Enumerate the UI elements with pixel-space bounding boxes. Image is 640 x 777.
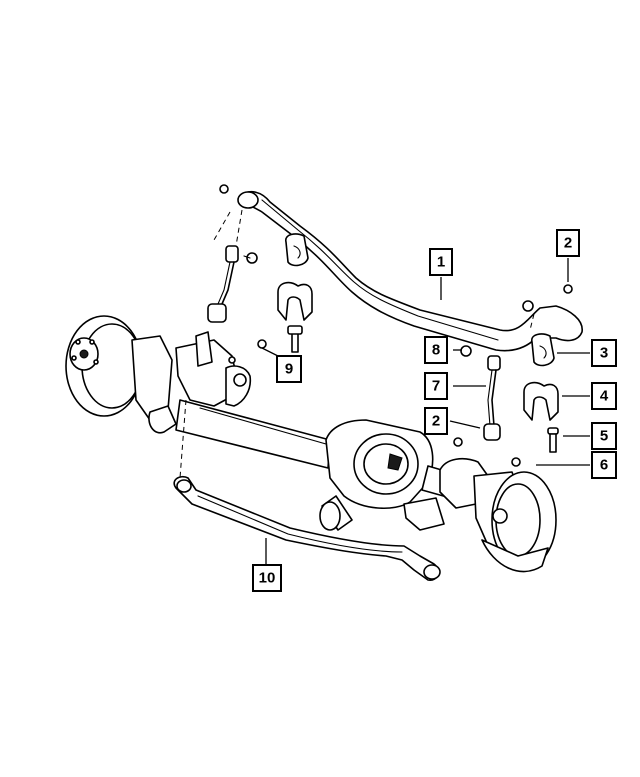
callout-2-top: 2: [556, 229, 580, 257]
callout-5: 5: [591, 422, 617, 450]
track-bar: [173, 399, 441, 581]
leader-lines: [261, 258, 590, 566]
callout-9-label: 9: [285, 361, 293, 378]
callout-7-label: 7: [432, 378, 440, 395]
callout-2-top-label: 2: [564, 235, 572, 252]
callout-1-label: 1: [437, 254, 445, 271]
front-axle-assembly: [65, 315, 557, 573]
callout-3: 3: [591, 339, 617, 367]
callout-4-label: 4: [600, 388, 609, 405]
callout-9: 9: [276, 355, 302, 383]
callout-3-label: 3: [600, 345, 608, 362]
left-bushing-bracket: [277, 233, 313, 353]
callout-1: 1: [429, 248, 453, 276]
callout-8-label: 8: [432, 342, 440, 359]
right-link-hardware: [453, 284, 573, 467]
callout-5-label: 5: [600, 428, 608, 445]
callout-6: 6: [591, 451, 617, 479]
callout-4: 4: [591, 382, 617, 410]
callout-8: 8: [424, 336, 448, 364]
callout-2-lower: 2: [424, 407, 448, 435]
callout-7: 7: [424, 372, 448, 400]
callout-2-lower-label: 2: [432, 413, 440, 430]
callout-10: 10: [252, 564, 282, 592]
left-link-hardware: [207, 184, 258, 323]
callout-6-label: 6: [600, 457, 608, 474]
callout-10-label: 10: [259, 570, 276, 587]
